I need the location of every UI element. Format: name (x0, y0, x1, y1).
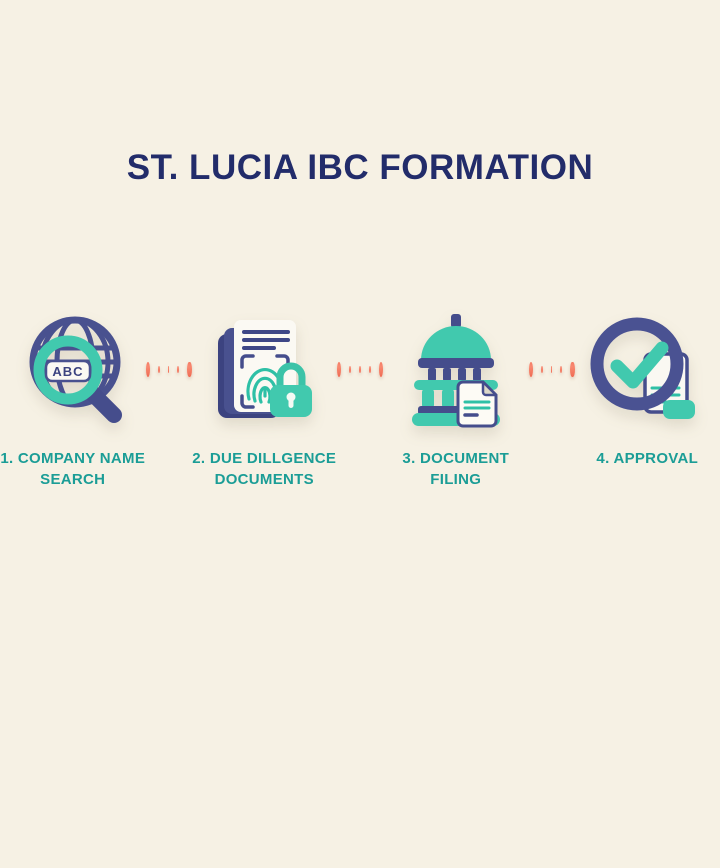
dot-icon (158, 366, 160, 373)
step-label: 4. APPROVAL (596, 448, 698, 469)
svg-text:ABC: ABC (52, 364, 83, 379)
stamp-icon (663, 400, 695, 419)
step-label: 3. DOCUMENT FILING (383, 448, 529, 490)
dot-icon (560, 366, 562, 373)
step-document-filing: 3. DOCUMENT FILING (383, 308, 529, 490)
globe-search-icon: ABC (13, 308, 133, 428)
dot-icon (177, 366, 179, 373)
connector-dots (146, 361, 192, 377)
dot-icon (168, 366, 170, 373)
government-building-icon (396, 308, 516, 428)
dot-icon (146, 362, 150, 377)
dot-icon (349, 366, 351, 373)
step-label: 2. DUE DILLGENCE DOCUMENTS (192, 448, 338, 490)
dot-icon (541, 366, 543, 373)
dot-icon (529, 362, 533, 377)
checkmark-document-icon (587, 308, 707, 428)
dot-icon (551, 366, 553, 373)
step-company-name-search: ABC 1. COMPANY NAME SEARCH (0, 308, 146, 490)
step-approval: 4. APPROVAL (575, 308, 720, 469)
filing-document-icon (458, 382, 496, 426)
dot-icon (337, 362, 341, 377)
steps-row: ABC 1. COMPANY NAME SEARCH (0, 308, 720, 490)
step-label: 1. COMPANY NAME SEARCH (0, 448, 146, 490)
abc-badge: ABC (46, 361, 90, 381)
step-due-diligence-documents: 2. DUE DILLGENCE DOCUMENTS (192, 308, 338, 490)
connector-dots (337, 361, 383, 377)
dot-icon (369, 366, 371, 373)
connector-dots (529, 361, 575, 377)
magnifier-handle (92, 393, 114, 415)
documents-fingerprint-lock-icon (204, 308, 324, 428)
page-title: ST. LUCIA IBC FORMATION (0, 148, 720, 188)
dot-icon (359, 366, 361, 373)
